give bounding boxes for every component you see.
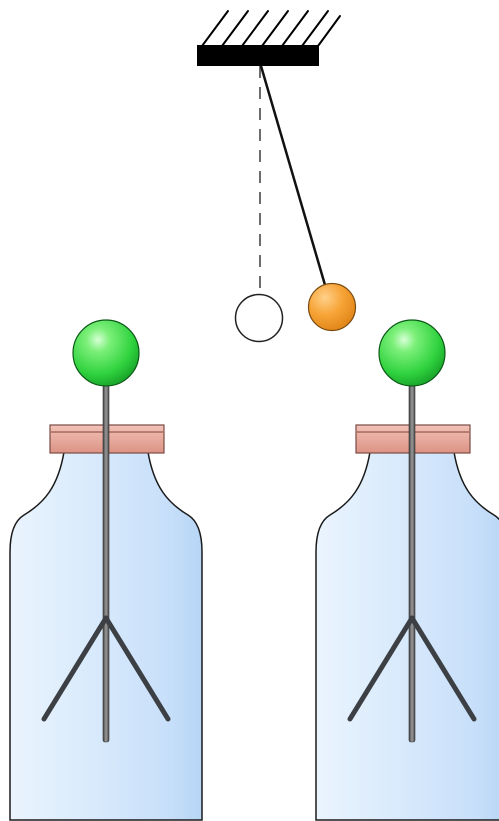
right-electroscope — [315, 319, 499, 821]
hatched-ceiling-icon — [197, 10, 341, 66]
knob — [378, 319, 446, 387]
pendulum-rest-position — [234, 66, 284, 343]
leaf-right — [409, 615, 477, 722]
leaf-right — [103, 615, 171, 722]
glass-jar — [315, 451, 499, 821]
swung-string — [259, 65, 327, 286]
knob — [72, 319, 140, 387]
leaf-left — [347, 615, 415, 722]
ceiling-bar — [197, 45, 319, 66]
pendulum-swung-position — [259, 65, 357, 332]
rest-ball — [234, 293, 284, 343]
metal-rod — [102, 381, 110, 743]
metal-rod — [408, 381, 416, 743]
leaf-left — [41, 615, 109, 722]
left-electroscope — [9, 319, 203, 821]
orange-ball — [307, 282, 357, 332]
